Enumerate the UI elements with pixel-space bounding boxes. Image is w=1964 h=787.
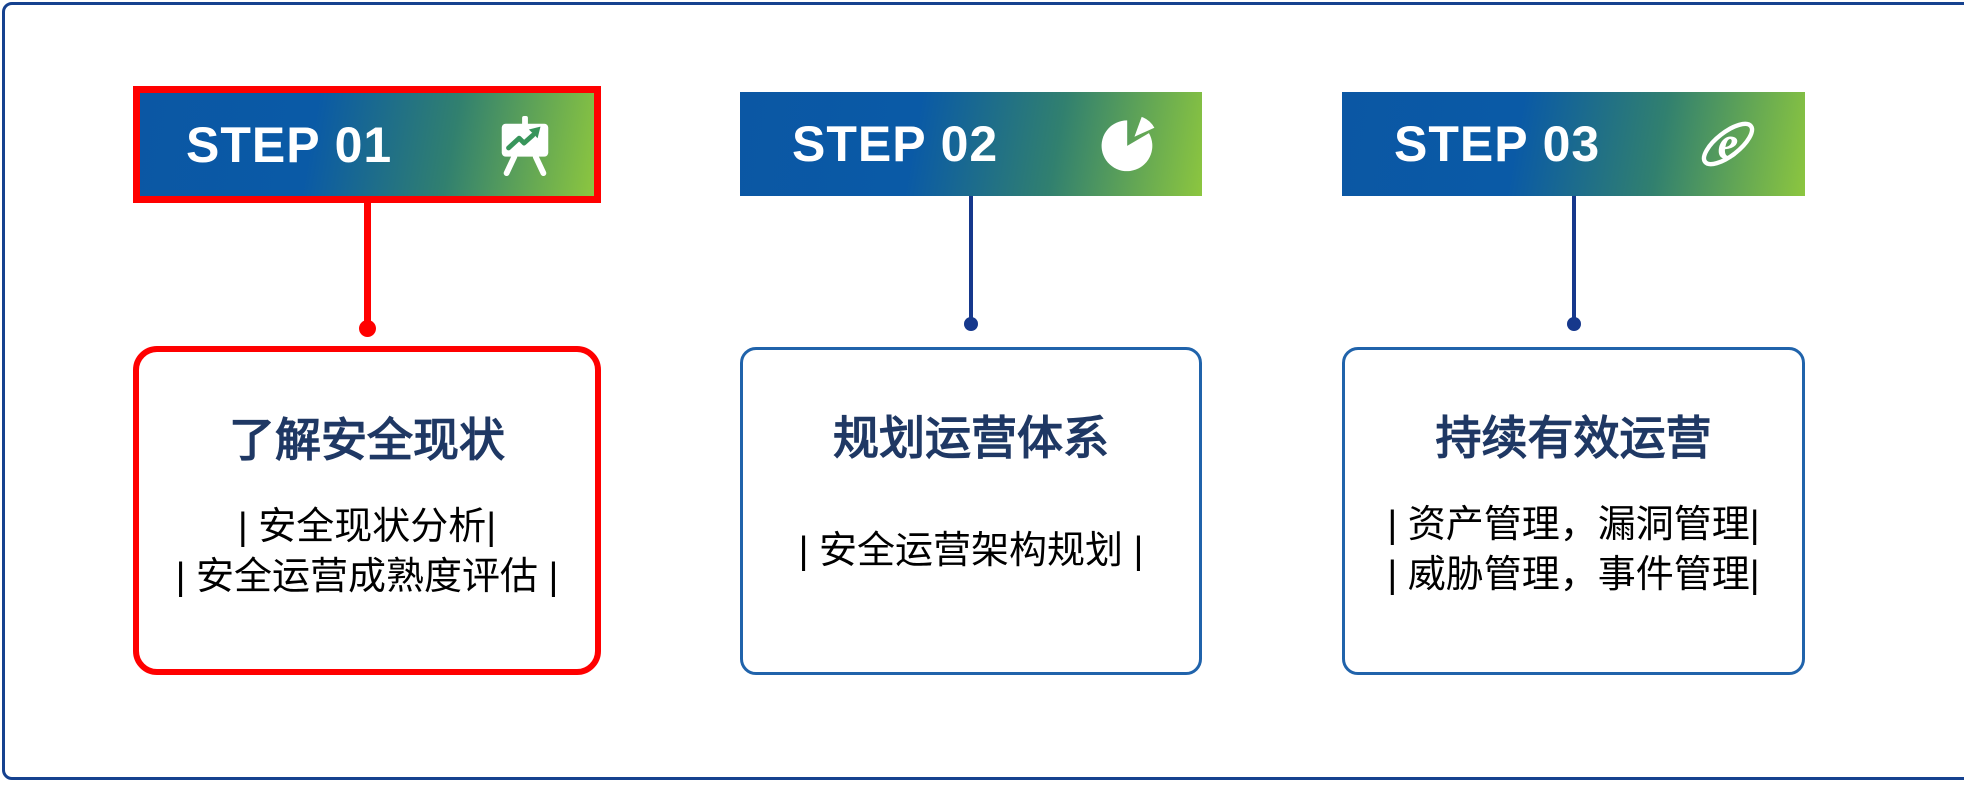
connector-line bbox=[1571, 196, 1576, 319]
connector-dot bbox=[964, 317, 978, 331]
card-line: | 安全现状分析| bbox=[237, 506, 497, 548]
connector-3 bbox=[1566, 196, 1581, 347]
step-label: STEP 02 bbox=[792, 116, 999, 172]
svg-text:e: e bbox=[1718, 119, 1739, 170]
step-label: STEP 01 bbox=[186, 116, 393, 173]
step-card-3: 持续有效运营 | 资产管理，漏洞管理| | 威胁管理，事件管理| bbox=[1342, 347, 1805, 675]
step-card-1: 了解安全现状 | 安全现状分析| | 安全运营成熟度评估 | bbox=[133, 346, 601, 675]
connector-line bbox=[363, 203, 371, 322]
card-title: 了解安全现状 bbox=[229, 414, 505, 466]
step-header-3: STEP 03 e bbox=[1342, 92, 1805, 196]
connector-dot bbox=[358, 320, 376, 337]
card-line: | 安全运营架构规划 | bbox=[798, 530, 1144, 572]
connector-line bbox=[969, 196, 973, 319]
connector-dot bbox=[1566, 317, 1581, 331]
card-line: | 资产管理，漏洞管理| bbox=[1387, 504, 1760, 546]
step-header-2: STEP 02 bbox=[740, 92, 1202, 196]
connector-2 bbox=[964, 196, 978, 347]
card-line: | 威胁管理，事件管理| bbox=[1387, 554, 1760, 596]
card-title: 持续有效运营 bbox=[1435, 412, 1712, 464]
step-column-1: STEP 01 了解安全现状 | 安全现状分析| | 安全运营成熟度评估 | bbox=[133, 86, 601, 675]
step-card-2: 规划运营体系 | 安全运营架构规划 | bbox=[740, 347, 1202, 675]
step-column-3: STEP 03 e 持续有效运营 | 资产管理，漏洞管理| | 威胁管理，事件管… bbox=[1342, 86, 1805, 675]
card-title: 规划运营体系 bbox=[833, 412, 1109, 464]
presentation-chart-icon bbox=[494, 113, 556, 177]
connector-1 bbox=[358, 203, 376, 346]
step-header-1: STEP 01 bbox=[133, 86, 601, 203]
pie-chart-icon bbox=[1100, 113, 1158, 175]
step-label: STEP 03 bbox=[1394, 116, 1601, 172]
card-line: | 安全运营成熟度评估 | bbox=[175, 556, 559, 598]
step-column-2: STEP 02 规划运营体系 | 安全运营架构规划 | bbox=[740, 86, 1202, 675]
internet-explorer-icon: e bbox=[1695, 113, 1761, 175]
